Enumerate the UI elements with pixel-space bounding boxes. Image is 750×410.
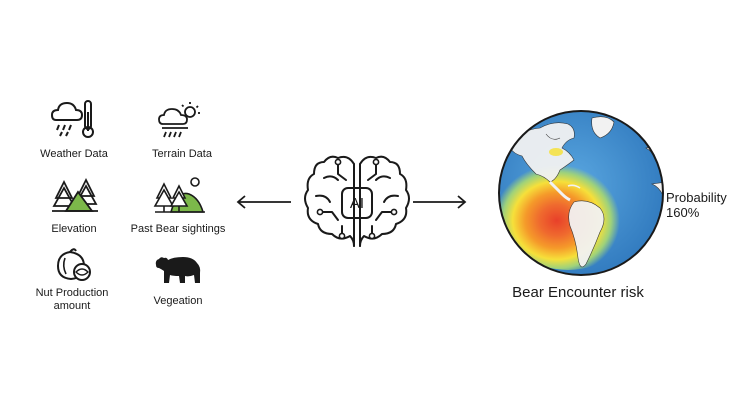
probability-label: Probability 160%: [666, 190, 727, 220]
vegetation-label: Vegeation: [153, 295, 203, 307]
arrow-right-icon: [412, 195, 468, 214]
past-bear-sightings-icon: [153, 176, 205, 216]
weather-data-label: Weather Data: [40, 148, 108, 160]
arrow-left-icon: [236, 195, 292, 214]
brain-icon: AI: [302, 150, 412, 255]
nut-production-label: Nut Production amount: [35, 287, 109, 312]
terrain-data-icon: [158, 100, 204, 140]
bear-icon: [153, 255, 203, 285]
elevation-icon: [52, 177, 98, 214]
weather-data-icon: [50, 98, 100, 140]
elevation-label: Elevation: [51, 223, 97, 235]
terrain-data-label: Terrain Data: [152, 148, 212, 160]
probability-value: 160%: [666, 205, 700, 220]
nut-icon: [54, 248, 94, 282]
past-bear-sightings-label: Past Bear sightings: [130, 223, 226, 235]
ai-label: AI: [350, 195, 364, 212]
probability-title: Probability: [666, 190, 727, 205]
globe-heatmap-icon: [496, 108, 666, 283]
bear-encounter-risk-title: Bear Encounter risk: [512, 284, 644, 301]
